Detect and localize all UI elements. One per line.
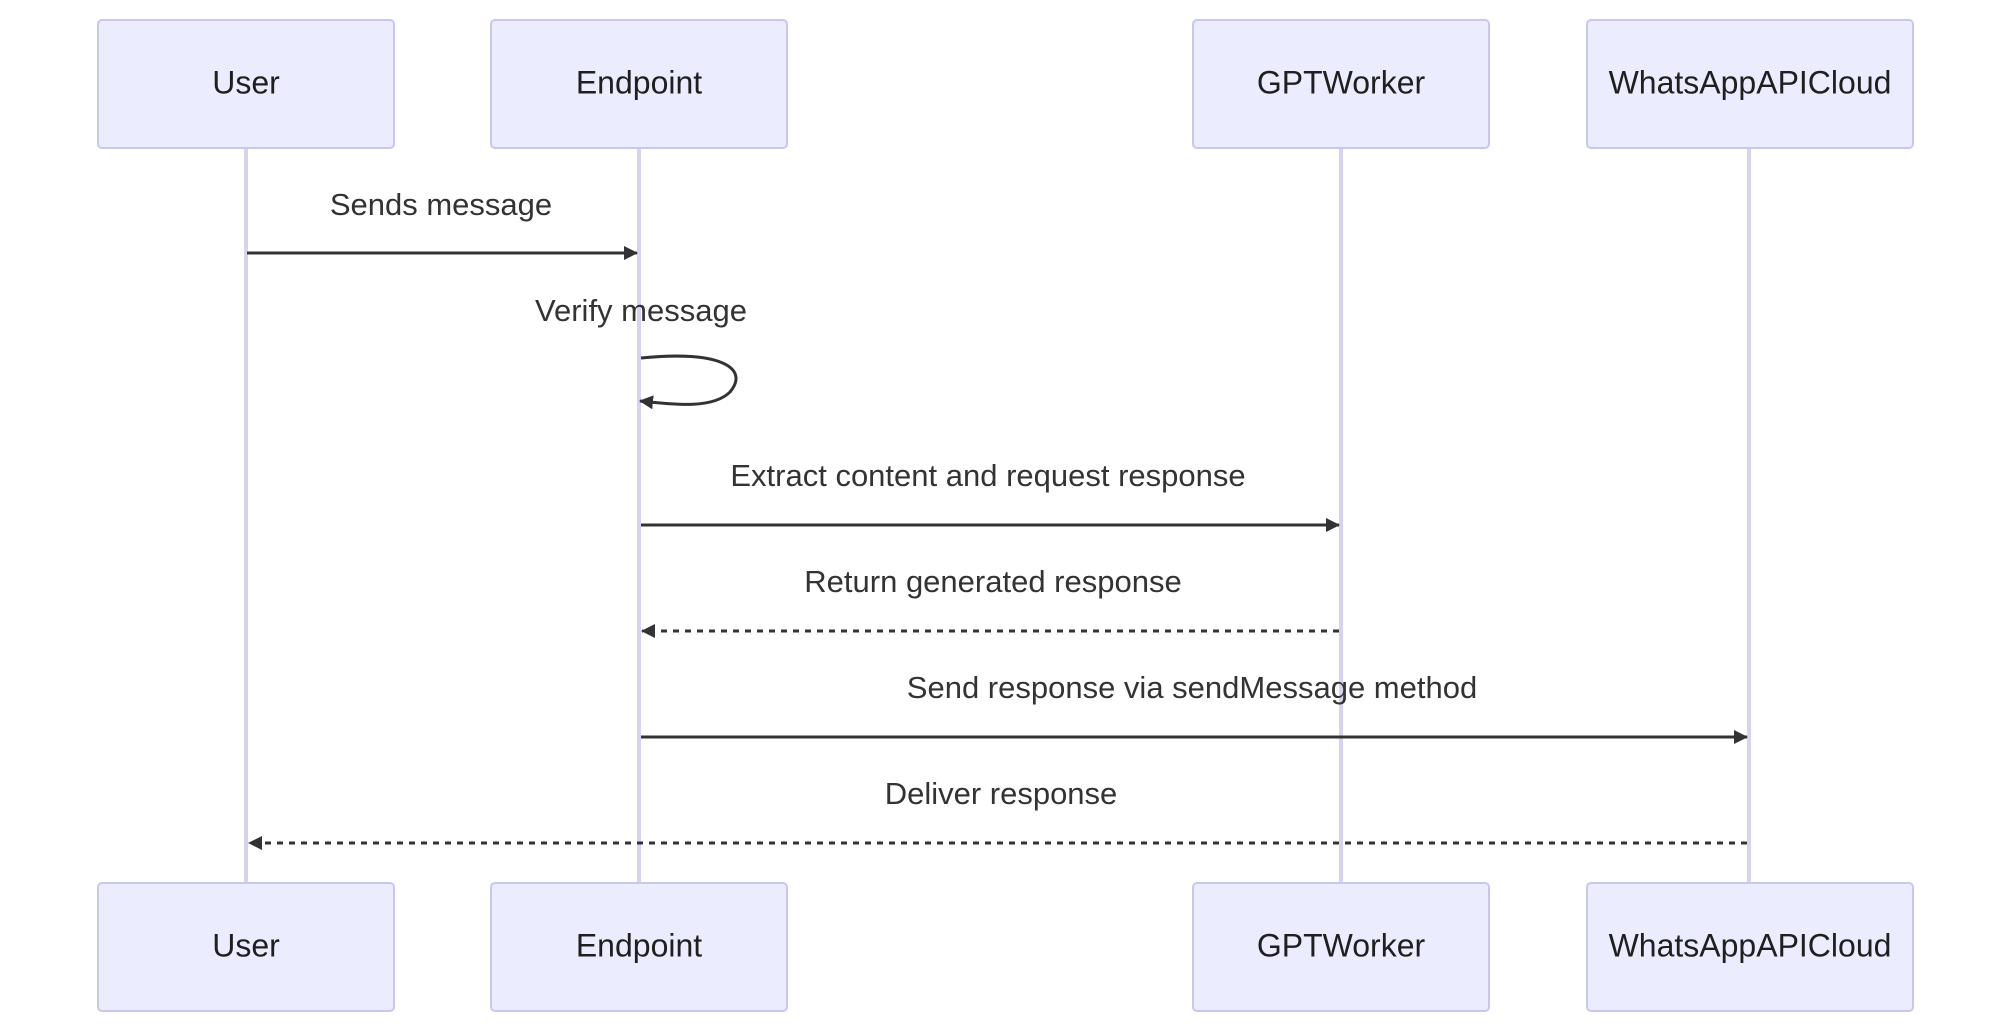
actor-user-bottom: User (97, 882, 395, 1012)
message-label: Deliver response (885, 776, 1118, 811)
message-send-response: Send response via sendMessage method (641, 670, 1748, 744)
message-deliver-response: Deliver response (248, 776, 1747, 850)
actor-label: User (212, 927, 280, 963)
actor-gptworker-top: GPTWorker (1192, 19, 1490, 149)
actor-label: User (212, 64, 280, 100)
actor-endpoint-bottom: Endpoint (490, 882, 788, 1012)
actor-label: WhatsAppAPICloud (1609, 927, 1892, 963)
actor-label: GPTWorker (1257, 64, 1426, 100)
actor-endpoint-top: Endpoint (490, 19, 788, 149)
actor-user-top: User (97, 19, 395, 149)
actor-label: Endpoint (576, 64, 702, 100)
message-extract-content: Extract content and request response (641, 458, 1340, 532)
message-label: Verify message (535, 293, 747, 328)
message-label: Sends message (330, 187, 552, 222)
actor-label: WhatsAppAPICloud (1609, 64, 1892, 100)
message-label: Return generated response (804, 564, 1181, 599)
message-return-response: Return generated response (641, 564, 1339, 638)
actor-gptworker-bottom: GPTWorker (1192, 882, 1490, 1012)
actor-whatsapp-top: WhatsAppAPICloud (1586, 19, 1914, 149)
message-label: Extract content and request response (730, 458, 1245, 493)
message-verify-message: Verify message (535, 293, 747, 410)
actor-whatsapp-bottom: WhatsAppAPICloud (1586, 882, 1914, 1012)
actor-label: GPTWorker (1257, 927, 1426, 963)
actor-label: Endpoint (576, 927, 702, 963)
self-loop-arrow (639, 354, 738, 410)
message-label: Send response via sendMessage method (907, 670, 1477, 705)
message-sends-message: Sends message (247, 187, 638, 260)
